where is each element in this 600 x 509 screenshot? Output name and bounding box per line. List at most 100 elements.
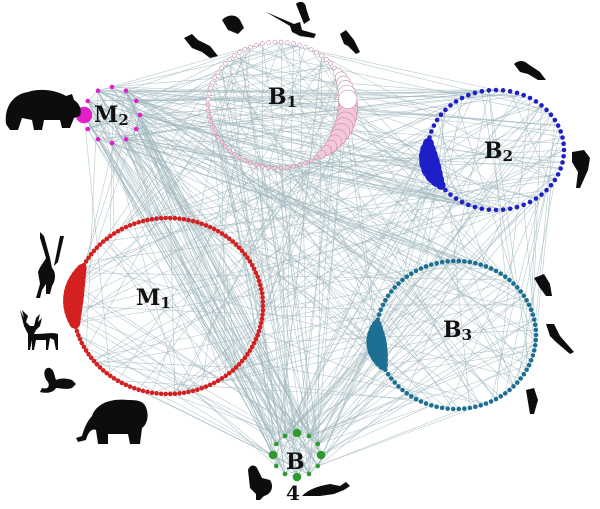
network-edge — [520, 131, 561, 292]
network-edge — [225, 185, 442, 377]
network-edge — [87, 89, 497, 102]
network-node — [258, 286, 264, 292]
network-edge — [305, 162, 482, 209]
network-node — [81, 344, 87, 350]
network-edge — [343, 126, 476, 208]
network-edge — [317, 408, 465, 467]
network-edge — [406, 260, 460, 394]
network-edge — [221, 142, 226, 376]
network-node — [423, 401, 429, 406]
network-node — [548, 182, 554, 188]
network-node — [378, 307, 384, 312]
network-edge — [74, 217, 166, 290]
network-node — [443, 107, 448, 113]
network-node — [533, 99, 539, 104]
network-edge — [73, 206, 518, 311]
network-node — [502, 391, 508, 396]
network-edge — [221, 141, 530, 306]
network-edge — [87, 86, 113, 130]
network-edge — [388, 350, 535, 375]
network-node — [123, 382, 129, 388]
network-node — [177, 391, 182, 396]
network-edge — [532, 105, 542, 315]
network-edge — [125, 139, 378, 320]
network-node — [273, 441, 279, 447]
network-node — [268, 450, 278, 460]
network-edge — [268, 167, 536, 341]
network-edge — [316, 52, 547, 111]
network-node — [251, 340, 257, 346]
network-node — [88, 355, 94, 361]
network-node — [531, 348, 537, 353]
network-node — [266, 165, 271, 170]
network-node — [140, 218, 146, 224]
network-edge — [197, 55, 235, 223]
network-node — [297, 162, 302, 168]
network-node — [450, 258, 456, 264]
network-node — [101, 368, 106, 373]
deer-icon — [20, 310, 58, 350]
network-node — [459, 95, 465, 101]
network-node — [195, 220, 200, 225]
network-edge — [125, 90, 277, 467]
network-node — [181, 216, 187, 222]
network-node — [521, 202, 526, 208]
network-node — [314, 50, 319, 55]
network-edge — [320, 319, 535, 456]
network-edge — [138, 105, 542, 223]
network-node — [308, 47, 314, 52]
network-edge — [135, 128, 263, 319]
network-node — [154, 391, 159, 396]
network-node — [273, 463, 279, 469]
network-edge — [221, 44, 300, 69]
network-node — [190, 218, 196, 224]
network-edge — [225, 110, 348, 147]
network-node — [119, 380, 125, 386]
label-m1: M1 — [136, 285, 171, 312]
network-node — [123, 224, 129, 230]
network-node — [445, 259, 450, 264]
network-node — [483, 401, 489, 406]
network-edge — [504, 190, 547, 394]
network-node — [306, 471, 312, 477]
network-node — [223, 373, 228, 379]
network-node — [507, 206, 513, 211]
network-node — [317, 149, 326, 159]
network-edge — [87, 100, 380, 356]
network-node — [158, 215, 164, 221]
network-node — [532, 342, 538, 348]
network-node — [190, 388, 196, 394]
network-edge — [534, 185, 552, 346]
network-node — [338, 89, 358, 109]
network-node — [133, 126, 139, 132]
network-node — [239, 358, 245, 364]
network-node — [97, 242, 103, 247]
network-edge — [179, 218, 286, 475]
network-node — [292, 428, 302, 438]
network-node — [158, 391, 164, 397]
network-node — [450, 406, 456, 412]
network-node — [285, 165, 290, 170]
network-edge — [387, 373, 427, 404]
network-node — [167, 215, 173, 221]
network-node — [524, 297, 529, 303]
network-edge — [75, 126, 213, 328]
network-edge — [179, 72, 339, 394]
network-node — [306, 433, 312, 439]
network-node — [507, 387, 512, 393]
network-node — [388, 376, 394, 381]
network-edge — [117, 380, 417, 400]
network-node — [205, 97, 211, 102]
network-edge — [480, 114, 552, 265]
network-node — [297, 42, 302, 48]
network-node — [256, 328, 262, 334]
network-node — [242, 158, 248, 163]
network-node — [212, 75, 218, 80]
network-node — [85, 98, 91, 104]
network-node — [233, 242, 239, 247]
network-edge — [488, 90, 506, 277]
network-node — [260, 312, 265, 317]
network-edge — [317, 334, 377, 445]
network-node — [208, 85, 213, 91]
gibbon-icon — [36, 232, 64, 298]
